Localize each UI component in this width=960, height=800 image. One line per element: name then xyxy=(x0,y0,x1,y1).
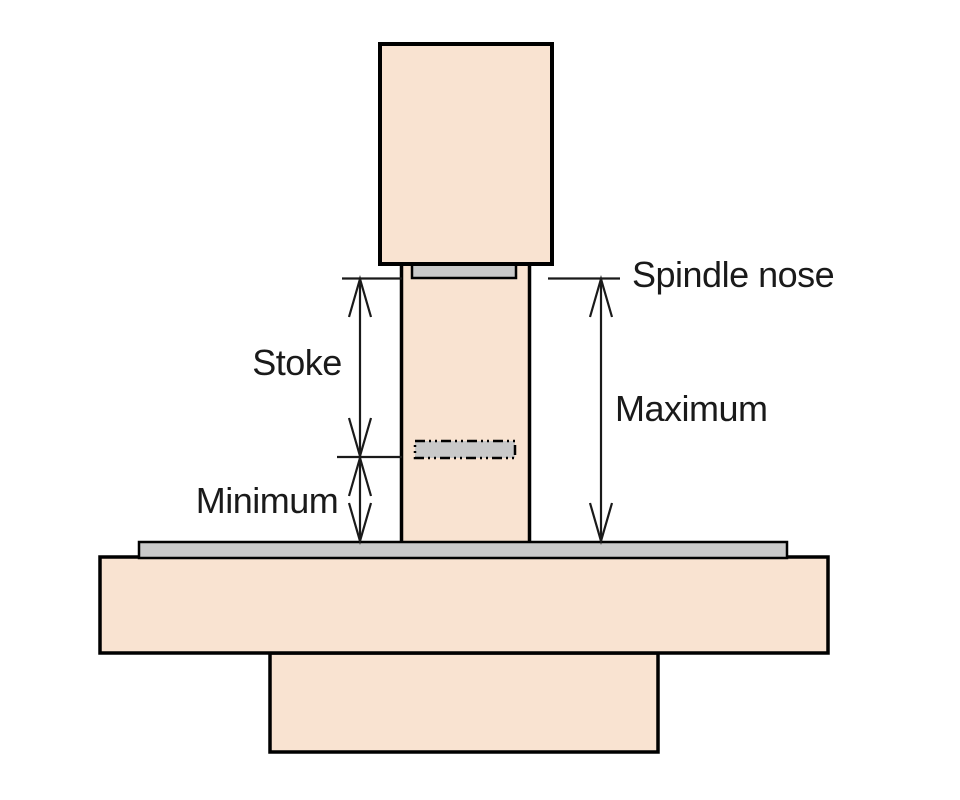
stroke-arrowhead-up xyxy=(347,275,373,318)
minimum-label: Minimum xyxy=(195,480,339,522)
maximum-arrowhead-up xyxy=(588,275,614,318)
spindle-head-block xyxy=(378,42,554,266)
spindle-column xyxy=(399,262,532,545)
pedestal-base xyxy=(268,651,660,754)
maximum-arrowhead-down xyxy=(588,502,614,545)
spindle-nose-phantom-position xyxy=(413,439,517,460)
spindle-nose-label: Spindle nose xyxy=(632,254,835,296)
minimum-arrowhead-up xyxy=(347,454,373,497)
minimum-arrowhead-down xyxy=(347,502,373,545)
stroke-label: Stoke xyxy=(252,342,342,384)
table-top-plate xyxy=(137,540,789,560)
maximum-label: Maximum xyxy=(615,388,768,430)
table-body xyxy=(98,555,830,655)
spindle-nose-cap xyxy=(410,262,518,280)
